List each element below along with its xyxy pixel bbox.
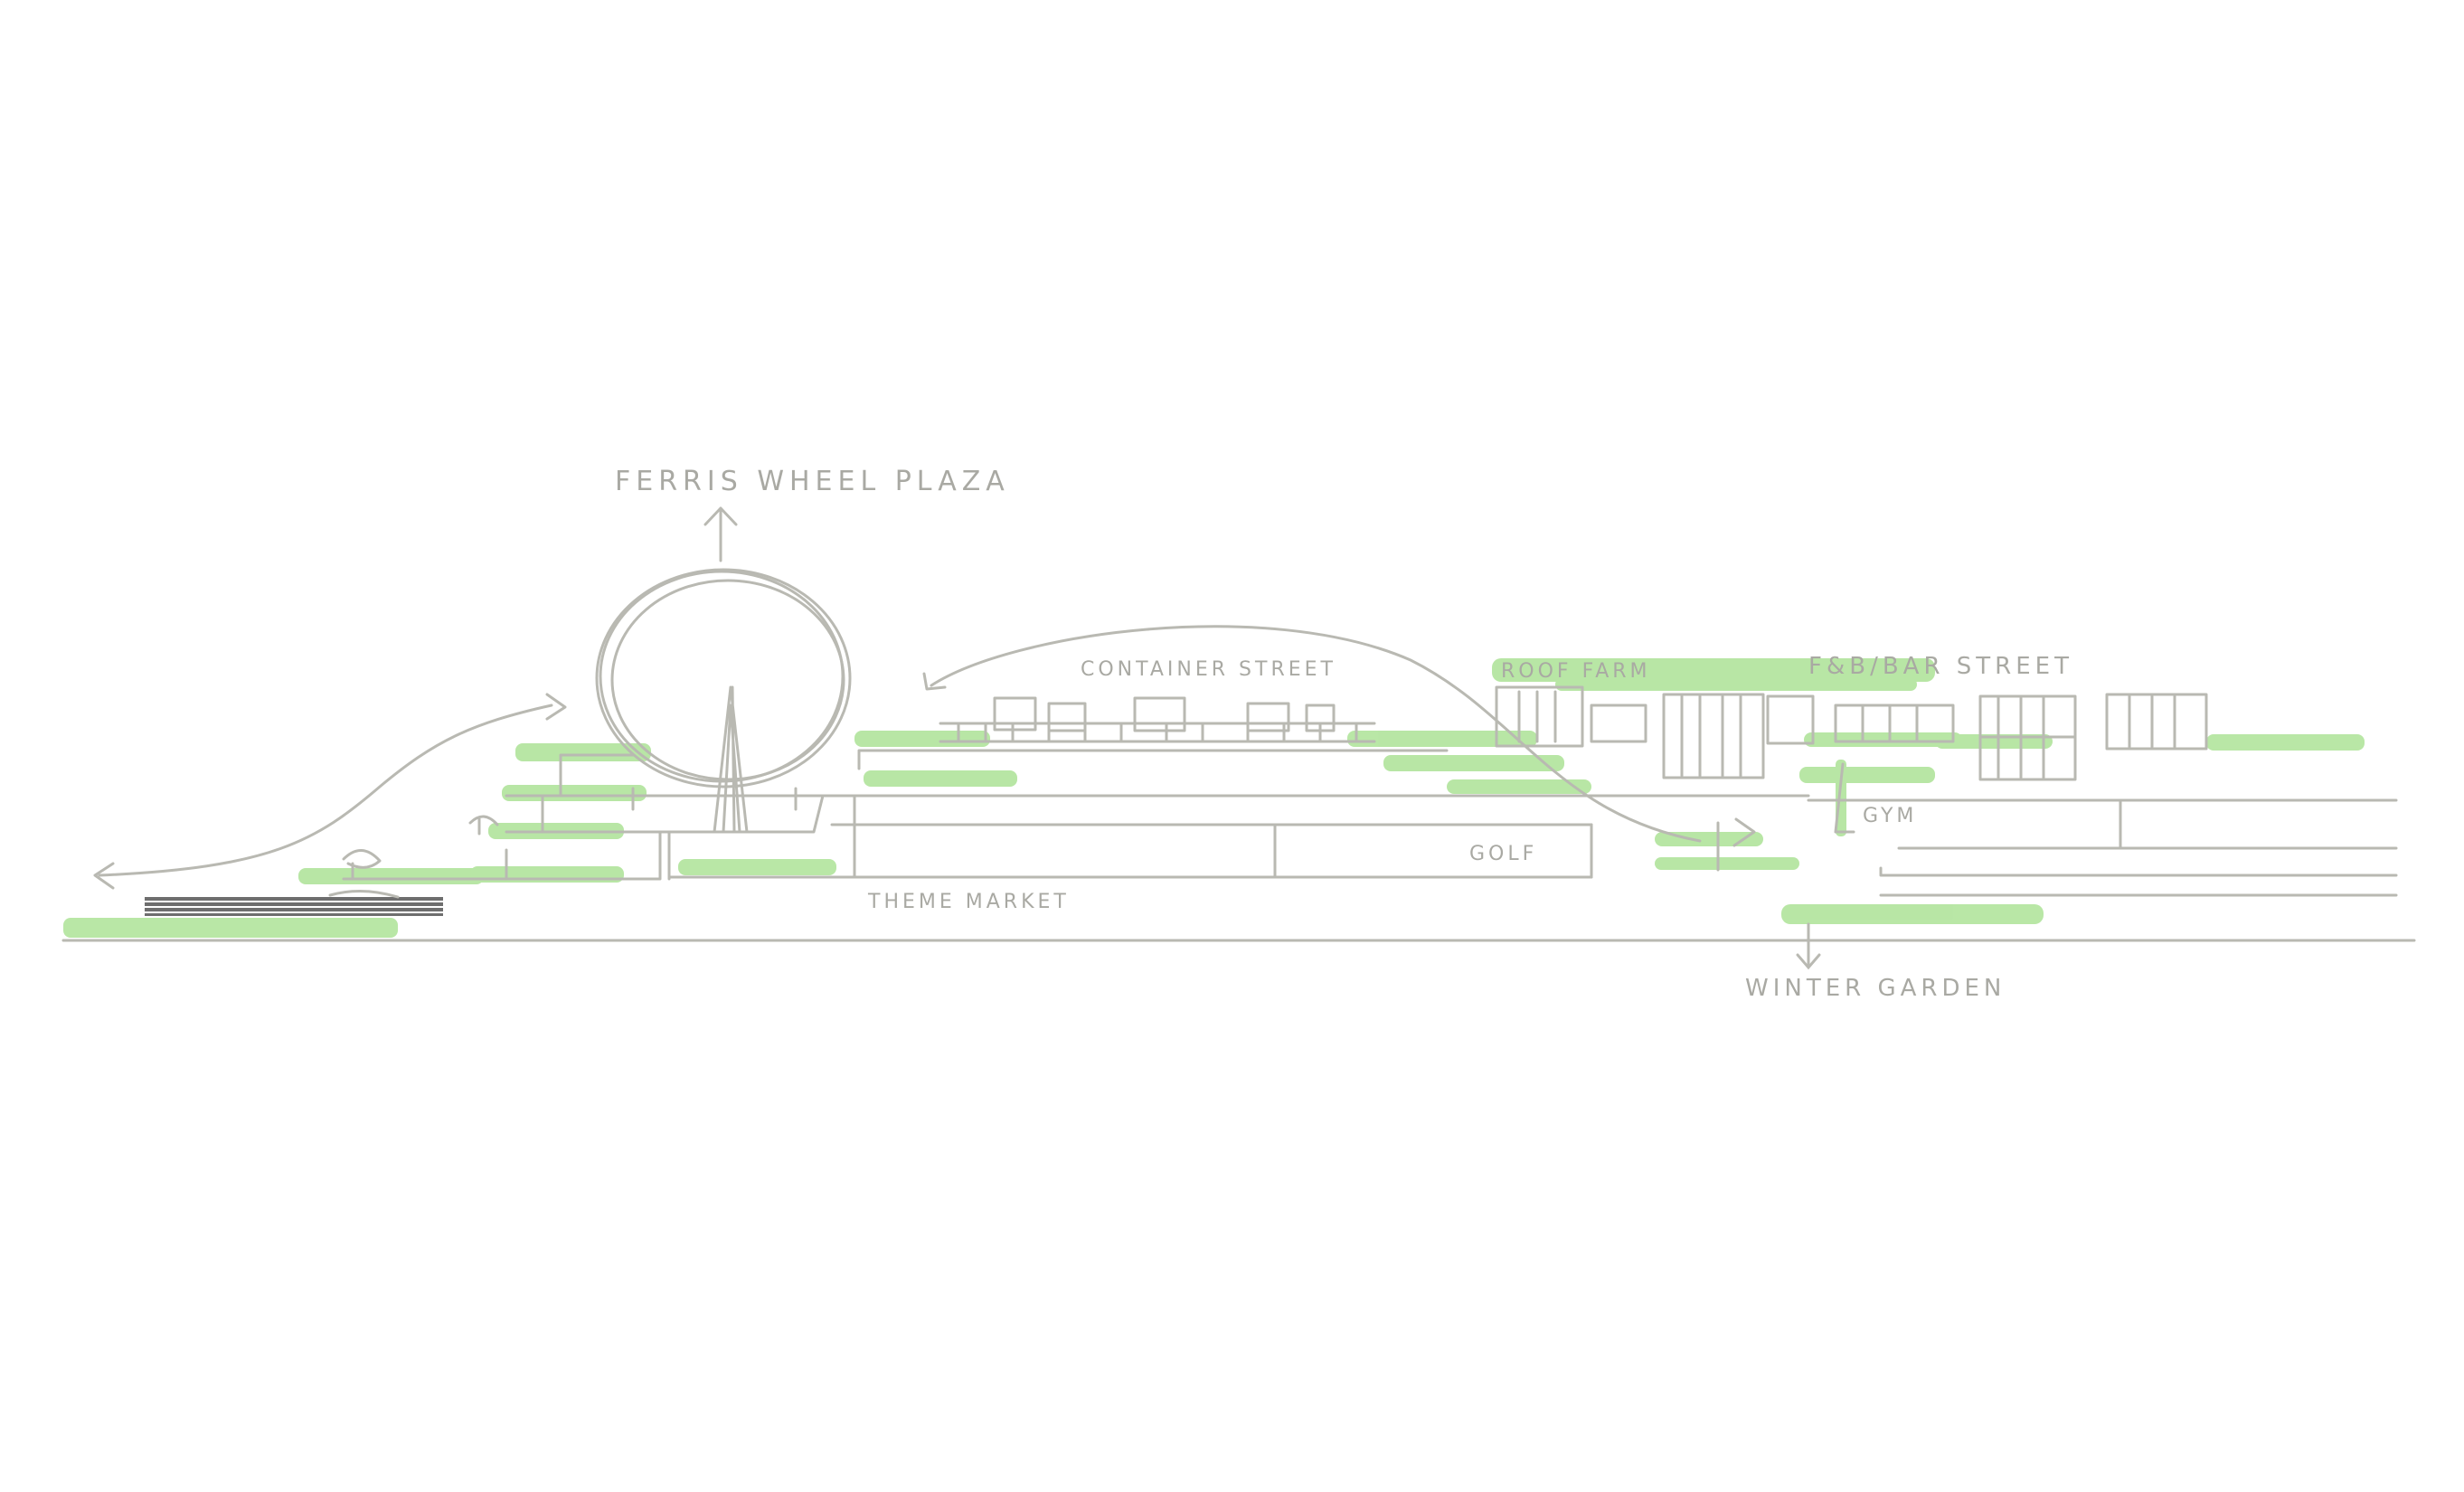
ferris-wheel-outer <box>595 568 852 788</box>
green-wash-terrace-1 <box>298 868 484 884</box>
bar-bldg-7 <box>2105 693 2208 751</box>
left-arrowhead <box>93 862 115 890</box>
terrace-step-4 <box>559 753 635 798</box>
green-wash-roof-farm-2 <box>1555 678 1917 691</box>
left-arrow-curve <box>98 704 553 877</box>
golf-arrowhead <box>1732 817 1756 847</box>
bar-bldg-1 <box>1495 685 1584 748</box>
container-box-3 <box>1133 696 1186 732</box>
ferris-wheel-inner-2 <box>599 570 845 783</box>
ferris-wheel-support <box>631 787 798 811</box>
container-box-1 <box>993 696 1037 732</box>
green-wash-golf-lower <box>1655 857 1799 870</box>
green-wash-winter-garden <box>1781 904 2044 924</box>
theme-market-label: THEME MARKET <box>868 891 1070 913</box>
green-wash-bar-street-1 <box>1804 732 1962 747</box>
green-wash-slope <box>1447 779 1591 794</box>
wheel-arrowhead <box>545 693 567 721</box>
bar-bldg-5 <box>1834 704 1955 743</box>
container-box-4 <box>1246 702 1290 732</box>
green-wash-ground-left <box>63 918 398 938</box>
tree-small-mid <box>468 815 499 836</box>
bar-bldg-2 <box>1590 704 1647 743</box>
bar-bldg-5-lines <box>1861 704 1919 743</box>
green-wash-right-roof <box>2206 734 2365 751</box>
terrace-lower <box>342 830 662 881</box>
bar-bldg-3-lines <box>1680 694 1742 778</box>
green-wash-container-right <box>1347 731 1537 747</box>
green-wash-terrace-4 <box>502 785 647 801</box>
bar-bldg-4 <box>1766 694 1815 745</box>
golf-label: GOLF <box>1469 843 1538 865</box>
container-street-label: CONTAINER STREET <box>1081 658 1336 681</box>
green-wash-container-mid <box>864 770 1017 787</box>
bar-bldg-1-lines <box>1517 690 1557 743</box>
pencil-lines <box>61 506 2416 942</box>
green-wash-under-wheel <box>678 859 836 875</box>
container-arc-head <box>922 672 947 691</box>
green-wash-terrace-5 <box>515 743 651 761</box>
bar-bldg-6-lines <box>1978 696 2077 779</box>
green-wash-roof-farm <box>1492 658 1935 682</box>
roof-farm-label: ROOF FARM <box>1501 660 1651 683</box>
container-arc <box>930 625 1702 843</box>
green-wash-bar-street-2 <box>1799 767 1935 783</box>
container-box-2 <box>1047 702 1087 732</box>
container-slab <box>857 749 1449 770</box>
ferris-wheel-plaza-label: FERRIS WHEEL PLAZA <box>615 466 1010 497</box>
winter-garden-label: WINTER GARDEN <box>1745 975 2006 1002</box>
winter-garden-arrow <box>1796 922 1821 970</box>
wheel-base-slab <box>667 794 825 881</box>
container-row <box>939 722 1376 743</box>
tree-small-left <box>342 849 382 881</box>
green-wash-container-left <box>854 731 990 747</box>
bar-bldg-7-lines <box>2128 694 2176 749</box>
bar-bldg-3 <box>1662 693 1765 779</box>
plaza-arrow <box>703 506 738 562</box>
gym-label: GYM <box>1863 805 1918 827</box>
fb-bar-street-label: F&B/BAR STREET <box>1808 653 2073 680</box>
dark-wash <box>145 897 443 916</box>
gym-stem <box>1834 762 1855 834</box>
ferris-wheel-spire <box>713 685 749 834</box>
gym-floor-line <box>1879 866 2398 877</box>
green-wash-street-right <box>1383 755 1564 771</box>
ground-mound <box>328 889 400 899</box>
